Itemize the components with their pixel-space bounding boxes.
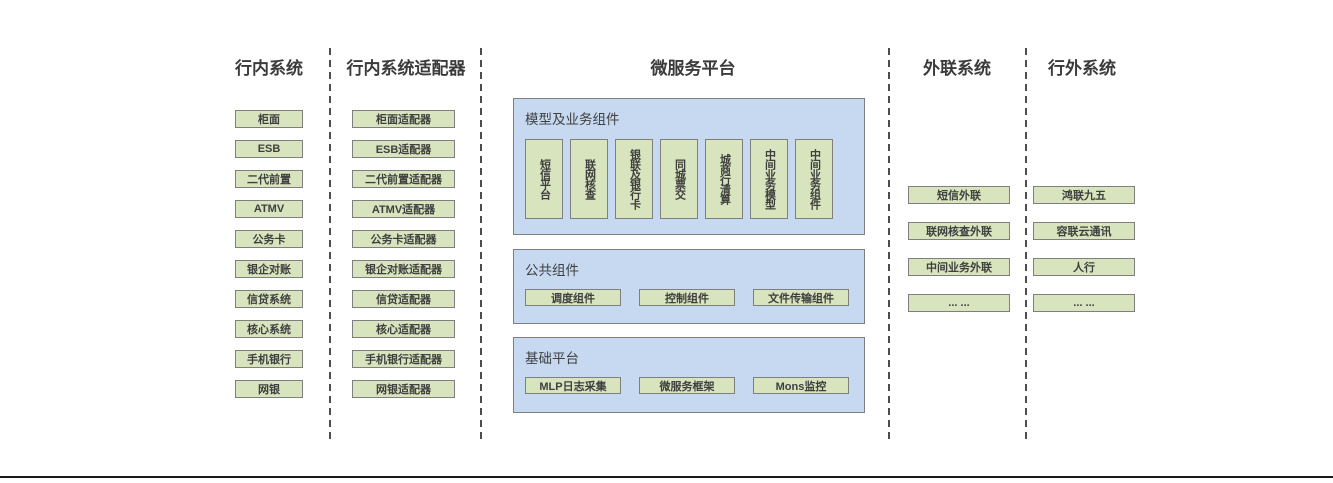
component-box: 联网核查 [570,139,608,219]
adapter-box: 公务卡适配器 [352,230,455,248]
panel-base-platform: 基础平台 MLP日志采集 微服务框架 Mons监控 [513,337,865,413]
system-box: 手机银行 [235,350,303,368]
panel-common-components: 公共组件 调度组件 控制组件 文件传输组件 [513,249,865,324]
component-row: MLP日志采集 微服务框架 Mons监控 [525,377,849,394]
adapter-box: 二代前置适配器 [352,170,455,188]
panel-title: 公共组件 [525,263,579,278]
component-box: MLP日志采集 [525,377,621,394]
adapter-box: 银企对账适配器 [352,260,455,278]
component-box: 同城票交 [660,139,698,219]
adapter-box: 核心适配器 [352,320,455,338]
component-box: 短信平台 [525,139,563,219]
column-divider [888,48,890,443]
system-box: ESB [235,140,303,158]
system-box: 信贷系统 [235,290,303,308]
panel-title: 模型及业务组件 [525,112,620,127]
component-box: 微服务框架 [639,377,735,394]
adapter-box: 手机银行适配器 [352,350,455,368]
system-box: 银企对账 [235,260,303,278]
external-link-box: 联网核查外联 [908,222,1010,240]
component-row: 调度组件 控制组件 文件传输组件 [525,289,849,306]
external-system-box: 容联云通讯 [1033,222,1135,240]
column-divider [480,48,482,443]
component-box: 控制组件 [639,289,735,306]
column-divider [329,48,331,443]
external-link-systems-column: 短信外联 联网核查外联 中间业务外联 ... ... [908,186,1010,330]
system-box: 网银 [235,380,303,398]
component-box: 调度组件 [525,289,621,306]
panel-model-business-components: 模型及业务组件 短信平台 联网核查 银联及银行卡 同城票交 城商行清算 中间业务… [513,98,865,235]
column-header-internal-systems: 行内系统 [235,59,303,78]
system-box: ATMV [235,200,303,218]
adapter-box: 信贷适配器 [352,290,455,308]
component-box: 文件传输组件 [753,289,849,306]
internal-systems-column: 柜面 ESB 二代前置 ATMV 公务卡 银企对账 信贷系统 核心系统 手机银行… [235,110,303,410]
column-header-external-link-systems: 外联系统 [923,59,991,78]
adapter-box: ESB适配器 [352,140,455,158]
external-system-box: 人行 [1033,258,1135,276]
external-systems-column: 鸿联九五 容联云通讯 人行 ... ... [1033,186,1135,330]
external-link-box: ... ... [908,294,1010,312]
adapter-box: 柜面适配器 [352,110,455,128]
vertical-component-row: 短信平台 联网核查 银联及银行卡 同城票交 城商行清算 中间业务模型 中间业务组… [525,139,833,219]
column-header-internal-adapters: 行内系统适配器 [346,59,466,78]
internal-adapters-column: 柜面适配器 ESB适配器 二代前置适配器 ATMV适配器 公务卡适配器 银企对账… [352,110,455,410]
column-header-external-systems: 行外系统 [1048,59,1116,78]
external-link-box: 中间业务外联 [908,258,1010,276]
panel-title: 基础平台 [525,351,579,366]
system-box: 核心系统 [235,320,303,338]
external-system-box: ... ... [1033,294,1135,312]
component-box: 城商行清算 [705,139,743,219]
column-divider [1025,48,1027,443]
adapter-box: 网银适配器 [352,380,455,398]
component-box: 银联及银行卡 [615,139,653,219]
system-box: 二代前置 [235,170,303,188]
bottom-rule [0,476,1333,478]
component-box: 中间业务模型 [750,139,788,219]
system-box: 公务卡 [235,230,303,248]
component-box: 中间业务组件 [795,139,833,219]
column-header-microservice-platform: 微服务平台 [650,59,736,78]
adapter-box: ATMV适配器 [352,200,455,218]
external-system-box: 鸿联九五 [1033,186,1135,204]
external-link-box: 短信外联 [908,186,1010,204]
component-box: Mons监控 [753,377,849,394]
system-box: 柜面 [235,110,303,128]
